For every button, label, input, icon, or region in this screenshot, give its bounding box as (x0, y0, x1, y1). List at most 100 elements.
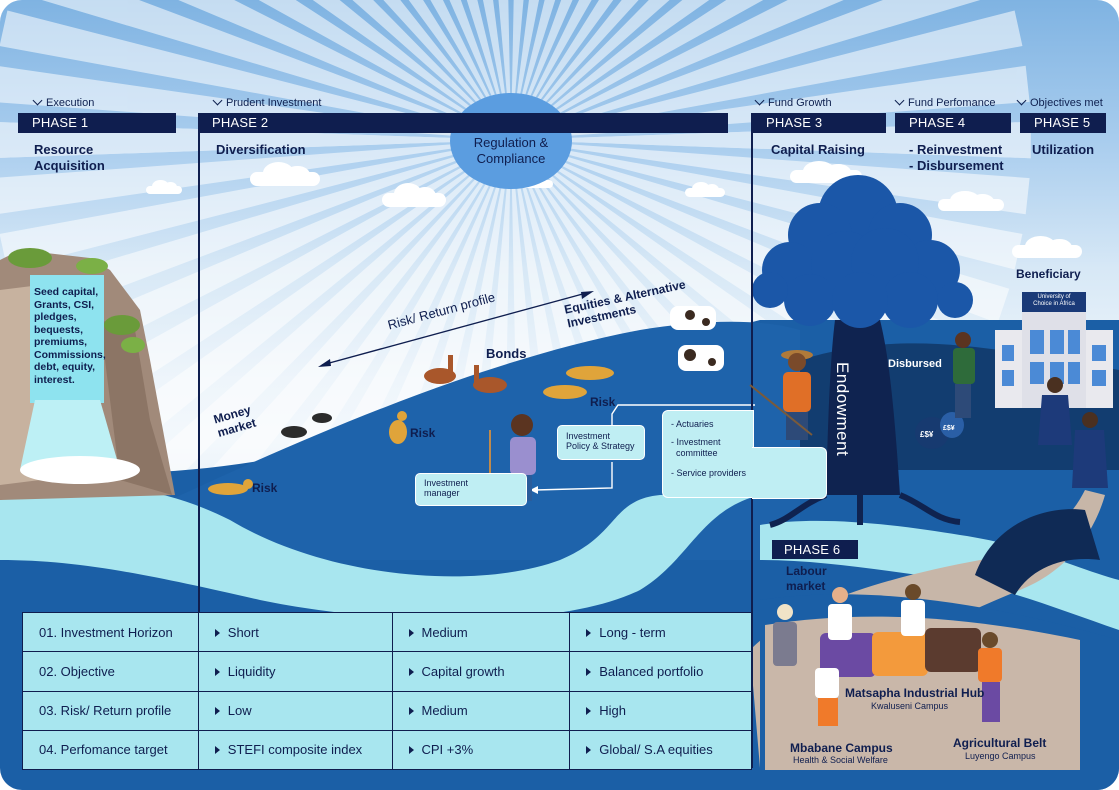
matrix-cell: Balanced portfolio (569, 651, 752, 692)
sun-ray (511, 0, 764, 140)
phase1-title: Resource Acquisition (34, 142, 105, 173)
graduate-figure (1038, 377, 1108, 488)
matrix-row-label: 02. Objective (22, 651, 199, 692)
sun-ray (498, 0, 511, 140)
sun-ray (511, 0, 670, 140)
matsapha-campus-sub: Kwaluseni Campus (871, 701, 949, 711)
phase2-note: Prudent Investment (212, 95, 321, 109)
sun-ray (160, 140, 512, 548)
sun-ray (121, 140, 511, 511)
risk-label: Risk (252, 481, 278, 495)
worker-figure (773, 584, 1002, 726)
sun-ray (0, 10, 511, 140)
sun-ray (511, 0, 981, 140)
university-sign: University of Choice in Africa (1033, 294, 1075, 307)
cloud (382, 183, 446, 207)
goat-icon (281, 413, 332, 438)
phase3-title: Capital Raising (771, 142, 865, 157)
farmer-figure (749, 350, 813, 440)
cloud (938, 190, 1004, 211)
investment-manager-box: Investment manager (415, 473, 527, 506)
cow-spots-icon (684, 310, 716, 366)
phase6-bar: PHASE 6 (772, 540, 858, 559)
funding-sources: Seed capital, Grants, CSI, pledges, bequ… (34, 286, 106, 386)
sun-ray (511, 0, 573, 140)
sun-ray (511, 10, 1023, 140)
matrix-cell: Capital growth (391, 651, 571, 692)
committee-item: - Actuaries (671, 419, 714, 429)
matsapha-campus: Matsapha Industrial Hub (845, 686, 985, 700)
matrix-row-label: 01. Investment Horizon (22, 611, 199, 653)
phase3-bar: PHASE 3 (752, 113, 886, 133)
triangle-bullet-icon (408, 628, 414, 637)
investment-matrix: 01. Investment Horizon Short Medium Long… (22, 611, 752, 771)
table-row: 03. Risk/ Return profile Low Medium High (22, 690, 752, 731)
matrix-cell: STEFI composite index (197, 729, 393, 771)
sun-label: Regulation & Compliance (473, 135, 549, 166)
tree-canopy (882, 272, 938, 328)
mbabane-campus: Mbabane Campus (790, 741, 893, 755)
matrix-cell: CPI +3% (391, 729, 571, 771)
table-row: 01. Investment Horizon Short Medium Long… (22, 611, 752, 653)
sun-ray (312, 0, 511, 140)
sun-ray (12, 140, 512, 324)
sun-ray (258, 0, 511, 140)
bonds-label: Bonds (486, 346, 527, 361)
matrix-cell: Short (197, 611, 393, 653)
sun-ray (56, 140, 511, 424)
sun-ray (511, 140, 1030, 215)
investment-policy-box: Investment Policy & Strategy (557, 425, 645, 460)
phase3-note: Fund Growth (754, 95, 832, 109)
mbabane-campus-sub: Health & Social Welfare (793, 755, 888, 765)
matrix-cell: Medium (391, 690, 571, 731)
cheetah-icon (389, 411, 407, 444)
triangle-bullet-icon (586, 707, 592, 716)
matrix-cell: Liquidity (197, 651, 393, 692)
phase1-bar: PHASE 1 (18, 113, 176, 133)
sun-ray (511, 0, 524, 140)
triangle-bullet-icon (586, 628, 592, 637)
cloud (146, 180, 182, 194)
sun-ray (0, 140, 511, 270)
committee-box: - Actuaries - Investment committee - Ser… (662, 410, 754, 498)
deer-icon (424, 355, 507, 393)
cloud (1012, 235, 1082, 258)
phase4-title: - Reinvestment - Disbursement (909, 142, 1004, 173)
cloud (685, 181, 725, 197)
tree-canopy (784, 274, 836, 326)
sun-ray (511, 0, 556, 140)
cloud (250, 162, 320, 186)
triangle-bullet-icon (408, 746, 414, 755)
sun-ray (86, 140, 511, 469)
risk-label: Risk (410, 426, 436, 440)
matrix-row-label: 03. Risk/ Return profile (22, 690, 199, 731)
phase5-title: Utilization (1032, 142, 1095, 157)
sun-ray (511, 0, 844, 140)
beneficiary-label: Beneficiary (1016, 267, 1081, 281)
committee-box-extension (752, 447, 827, 499)
cheetah-icon (208, 479, 253, 495)
disbursed-label: Disbursed (888, 358, 942, 370)
risk-label: Risk (590, 395, 616, 409)
phase1-note: Execution (32, 95, 94, 109)
phase4-bar: PHASE 4 (895, 113, 1011, 133)
agricultural-campus-sub: Luyengo Campus (965, 751, 1036, 761)
table-row: 02. Objective Liquidity Capital growth B… (22, 651, 752, 692)
phase2-bar: PHASE 2 (198, 113, 728, 133)
matrix-cell: Global/ S.A equities (569, 729, 752, 771)
committee-item: - Service providers (671, 468, 747, 478)
triangle-bullet-icon (214, 707, 220, 716)
matrix-cell: Medium (391, 611, 571, 653)
cheetah-icon (543, 366, 614, 399)
phase4-note: Fund Perfomance (894, 95, 995, 109)
phase5-note: Objectives met (1016, 95, 1103, 109)
triangle-bullet-icon (586, 667, 592, 676)
matrix-cell: Long - term (569, 611, 752, 653)
agricultural-campus: Agricultural Belt (953, 736, 1047, 750)
triangle-bullet-icon (214, 746, 220, 755)
matrix-cell: Low (197, 690, 393, 731)
money-bag-icon: £$¥ (943, 425, 955, 432)
sun-ray (511, 0, 614, 140)
